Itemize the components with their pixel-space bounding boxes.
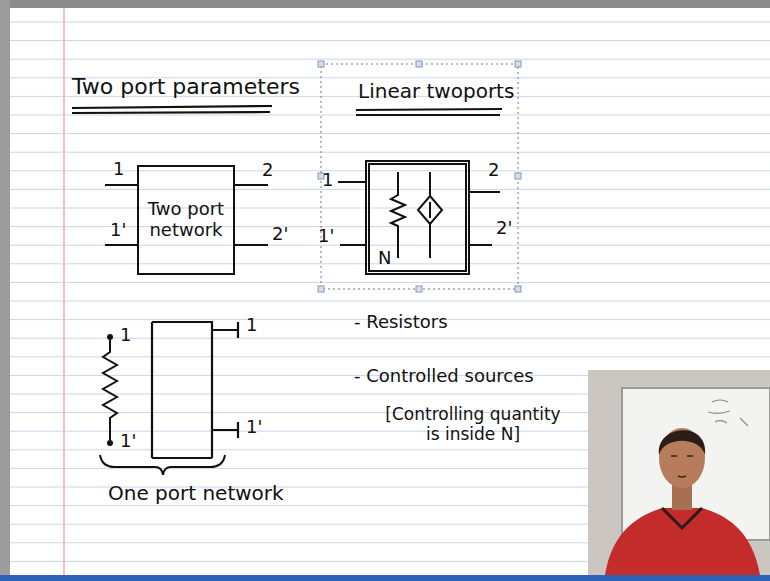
- terminal-dot: [107, 334, 113, 340]
- terminal-label: 1': [120, 431, 136, 452]
- page-title: Two port parameters: [72, 74, 300, 99]
- terminal-label: 1': [110, 220, 126, 241]
- selection-handles: [318, 61, 521, 292]
- ruled-line: [10, 282, 770, 283]
- ruled-line: [10, 40, 770, 41]
- margin-line: [63, 8, 65, 575]
- ruled-line: [10, 22, 770, 23]
- caption-note: One port network: [108, 482, 284, 505]
- bracket-note: [Controlling quantity is inside N]: [378, 405, 568, 444]
- box-label: Two port network: [145, 199, 227, 240]
- resistor-symbol: [391, 172, 405, 258]
- terminal-label: 2: [262, 160, 273, 181]
- heading: Linear twoports: [358, 80, 514, 103]
- terminal-dot: [107, 440, 113, 446]
- linear-network-box: N: [365, 160, 470, 275]
- network-box: Two port network: [137, 165, 235, 275]
- port-wires: [212, 322, 238, 438]
- bullet-note: - Resistors: [354, 312, 448, 333]
- resistor-symbol: [103, 340, 117, 440]
- ruled-line: [10, 356, 770, 357]
- window-bar: [0, 0, 770, 8]
- heading-underline: [356, 109, 502, 115]
- window-edge: [0, 0, 10, 581]
- controlled-source-symbol: [418, 172, 442, 258]
- terminal-label: 2': [272, 224, 288, 245]
- ruled-line: [10, 189, 770, 190]
- terminal-label: 2': [496, 218, 512, 239]
- ruled-line: [10, 152, 770, 153]
- port-wires: [338, 182, 500, 245]
- terminal-label: 1: [246, 315, 257, 336]
- ruled-line: [10, 133, 770, 134]
- webcam-inset: [588, 370, 770, 575]
- terminal-label: 1: [322, 170, 333, 191]
- ruled-line: [10, 59, 770, 60]
- task-bar: [0, 575, 770, 581]
- terminal-label: 1': [318, 226, 334, 247]
- one-port-box: [152, 322, 213, 458]
- bullet-note: - Controlled sources: [354, 366, 534, 387]
- network-name: N: [378, 248, 391, 269]
- terminal-label: 1: [113, 159, 124, 180]
- selection-frame: [321, 64, 518, 289]
- ruled-lines: [10, 22, 770, 561]
- terminal-label: 2: [488, 160, 499, 181]
- brace: [100, 455, 225, 475]
- ruled-line: [10, 301, 770, 302]
- terminal-label: 1': [246, 417, 262, 438]
- title-underline: [72, 106, 272, 113]
- port-wires: [105, 185, 268, 245]
- terminal-label: 1: [120, 325, 131, 346]
- ruled-line: [10, 208, 770, 209]
